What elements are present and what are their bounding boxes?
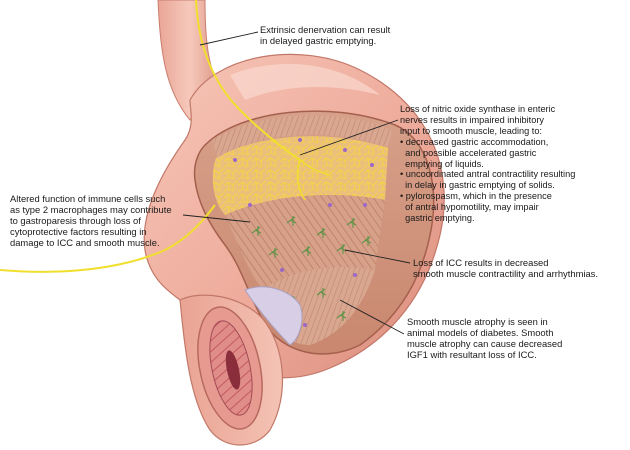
annotation-line: muscle atrophy can cause decreased: [407, 338, 563, 349]
macrophages: [233, 138, 374, 327]
annotation-line: Altered function of immune cells such: [10, 193, 166, 204]
annotation-line: Extrinsic denervation can result: [260, 24, 391, 35]
annotation-line: animal models of diabetes. Smooth: [407, 327, 554, 338]
annotation-line: IGF1 with resultant loss of ICC.: [407, 349, 537, 360]
annotation-smooth-muscle-atrophy: Smooth muscle atrophy is seen in animal …: [407, 316, 562, 360]
annotation-line: as type 2 macrophages may contribute: [10, 204, 172, 215]
annotation-line: Loss of ICC results in decreased: [413, 257, 549, 268]
annotation-loss-of-icc: Loss of ICC results in decreased smooth …: [413, 257, 598, 279]
annotation-line: smooth muscle contractility and arrhythm…: [413, 268, 598, 279]
annotation-line: input to smooth muscle, leading to:: [400, 125, 542, 136]
annotation-line: to gastroparesis through loss of: [10, 215, 141, 226]
annotation-line: gastric emptying.: [400, 213, 475, 224]
annotation-line: damage to ICC and smooth muscle.: [10, 237, 160, 248]
annotation-immune-cells: Altered function of immune cells such as…: [10, 193, 172, 248]
annotation-line: emptying of liquids.: [400, 158, 484, 169]
annotation-line: and possible accelerated gastric: [400, 147, 537, 158]
annotation-line: cytoprotective factors resulting in: [10, 226, 147, 237]
annotation-line: Smooth muscle atrophy is seen in: [407, 316, 548, 327]
extrinsic-nerve: [195, 0, 301, 161]
annotation-line: • uncoordinated antral contractility res…: [400, 169, 576, 180]
annotation-line: in delay in gastric emptying of solids.: [400, 180, 555, 191]
annotation-nitric-oxide: Loss of nitric oxide synthase in enteric…: [400, 104, 575, 224]
annotation-line: Loss of nitric oxide synthase in enteric: [400, 104, 556, 114]
annotation-line: • decreased gastric accommodation,: [400, 136, 549, 147]
leader-lines: [182, 31, 411, 335]
annotation-line: in delayed gastric emptying.: [260, 35, 377, 46]
annotation-extrinsic-denervation: Extrinsic denervation can result in dela…: [260, 24, 390, 46]
annotation-line: • pylorospasm, which in the presence: [400, 191, 552, 202]
annotation-line: nerves results in impaired inhibitory: [400, 114, 544, 125]
immune-nerve: [0, 204, 216, 273]
annotation-line: of antral hypomotility, may impair: [400, 202, 539, 213]
